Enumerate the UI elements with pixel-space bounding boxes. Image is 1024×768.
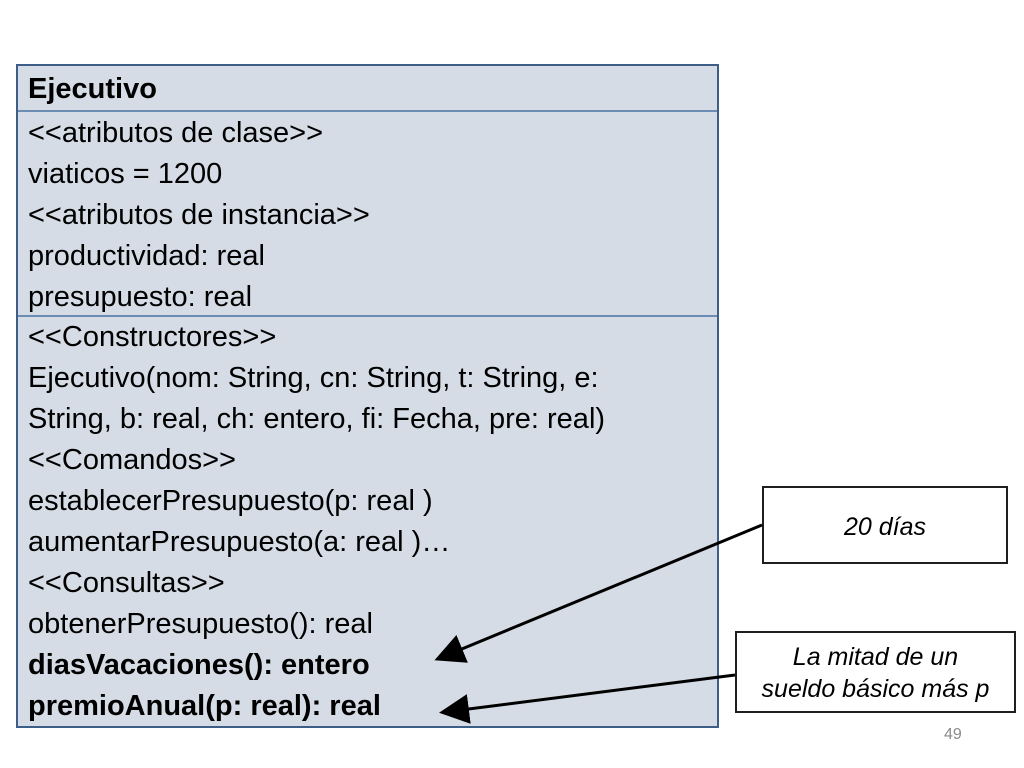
note-annual-bonus: La mitad de un sueldo básico más p xyxy=(735,631,1016,713)
note-vacation-days: 20 días xyxy=(762,486,1008,564)
attributes-compartment: <<atributos de clase>> viaticos = 1200 <… xyxy=(18,112,717,317)
class-attributes-stereotype: <<atributos de clase>> xyxy=(28,117,324,149)
command-establecer-presupuesto: establecerPresupuesto(p: real ) xyxy=(28,485,433,517)
query-dias-vacaciones: diasVacaciones(): entero xyxy=(28,649,370,681)
constructor-signature-line-1: Ejecutivo(nom: String, cn: String, t: St… xyxy=(28,362,599,394)
instance-attribute-presupuesto: presupuesto: real xyxy=(28,281,253,313)
query-premio-anual: premioAnual(p: real): real xyxy=(28,690,381,722)
instance-attribute-productividad: productividad: real xyxy=(28,240,265,272)
instance-attributes-stereotype: <<atributos de instancia>> xyxy=(28,199,370,231)
constructor-signature-line-2: String, b: real, ch: entero, fi: Fecha, … xyxy=(28,403,606,435)
note-vacation-days-text: 20 días xyxy=(843,513,926,541)
page-number: 49 xyxy=(944,726,962,743)
class-attribute-viaticos: viaticos = 1200 xyxy=(28,158,223,190)
query-obtener-presupuesto: obtenerPresupuesto(): real xyxy=(28,608,373,640)
note-annual-bonus-line-1: La mitad de un xyxy=(792,643,959,671)
class-name: Ejecutivo xyxy=(28,73,157,105)
class-name-compartment: Ejecutivo xyxy=(18,66,717,112)
commands-stereotype: <<Comandos>> xyxy=(28,444,236,476)
queries-stereotype: <<Consultas>> xyxy=(28,567,225,599)
note-annual-bonus-line-2: sueldo básico más p xyxy=(761,675,990,703)
methods-compartment: <<Constructores>> Ejecutivo(nom: String,… xyxy=(18,317,717,726)
constructors-stereotype: <<Constructores>> xyxy=(28,321,277,353)
uml-class-box: Ejecutivo <<atributos de clase>> viatico… xyxy=(16,64,719,728)
command-aumentar-presupuesto: aumentarPresupuesto(a: real )… xyxy=(28,526,451,558)
